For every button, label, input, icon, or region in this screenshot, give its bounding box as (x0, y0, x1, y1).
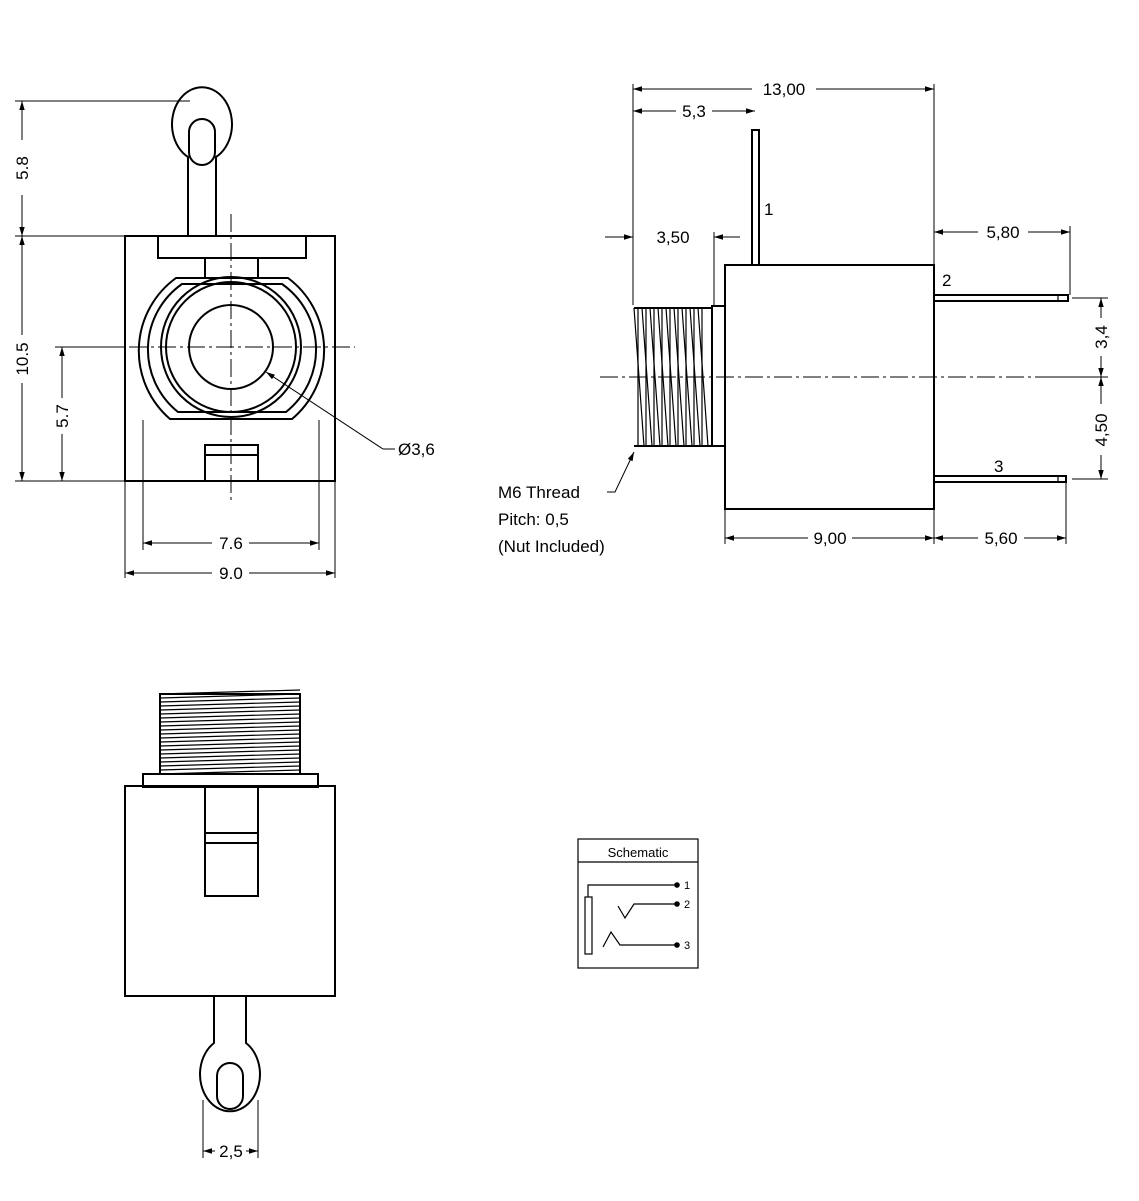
schematic-pin3-dot (674, 942, 680, 948)
thread-note-line-2: Pitch: 0,5 (498, 510, 569, 529)
schematic-pin1-label: 1 (684, 880, 690, 892)
schematic-box: Schematic 1 2 3 (577, 838, 699, 969)
pin-2-label: 2 (942, 271, 951, 290)
dim-pin3-length: 5,60 (984, 529, 1017, 548)
pin-3-label: 3 (994, 457, 1003, 476)
bottom-lug-hole (216, 1062, 244, 1110)
bottom-body (124, 785, 336, 997)
schematic-pin1-dot (674, 882, 680, 888)
schematic-pin2-label: 2 (684, 899, 690, 911)
side-body (724, 264, 935, 510)
thread-note-line-1: M6 Thread (498, 483, 580, 502)
bottom-thread (159, 689, 301, 775)
schematic-pin2-wire (617, 903, 677, 920)
dim-body-length: 9,00 (813, 529, 846, 548)
front-lug-hole (188, 118, 216, 166)
front-top-slot (157, 236, 307, 259)
dim-pin-spacing-lower: 4,50 (1092, 413, 1111, 446)
bottom-view: 2,5 (124, 689, 336, 1161)
dim-pin1-offset: 5,3 (682, 102, 706, 121)
dim-pin-spacing-upper: 3,4 (1092, 325, 1111, 349)
hole-diameter-label: Ø3,6 (398, 440, 435, 459)
pin-1-label: 1 (764, 200, 773, 219)
dim-thread-length: 3,50 (656, 228, 689, 247)
side-pin-2 (933, 294, 1069, 302)
front-outer-ring (137, 277, 326, 420)
bottom-slot (204, 785, 259, 897)
front-inner-ring-shape (146, 283, 318, 413)
dim-inner-width: 7.6 (219, 534, 243, 553)
side-view: 1 2 3 13,00 5,3 3,50 5,80 (498, 80, 1111, 556)
schematic-contact-bar (584, 896, 593, 955)
dim-center-height: 5.7 (53, 404, 72, 428)
schematic-pin1-wire (587, 884, 677, 897)
hole-diameter-leader (265, 371, 384, 450)
dim-lug-height: 5.8 (13, 156, 32, 180)
side-pin-3 (933, 475, 1067, 483)
thread-note-leader (607, 451, 635, 493)
front-view: Ø3,6 5.8 10.5 5.7 7.6 9.0 (13, 86, 435, 583)
side-pin-1 (751, 129, 760, 266)
bottom-lug (199, 996, 261, 1113)
dim-body-width: 9.0 (219, 564, 243, 583)
dim-total-height: 10.5 (13, 342, 32, 375)
dim-total-length: 13,00 (763, 80, 806, 99)
dim-lug-width: 2,5 (219, 1142, 243, 1161)
schematic-pin2-dot (674, 901, 680, 907)
dim-pin2-length: 5,80 (986, 223, 1019, 242)
front-lug (171, 86, 233, 237)
schematic-title: Schematic (608, 845, 669, 860)
side-collar (711, 305, 726, 447)
schematic-pin3-label: 3 (684, 940, 690, 952)
schematic-frame (577, 838, 699, 969)
schematic-pin3-wire (602, 930, 677, 948)
thread-note-line-3: (Nut Included) (498, 537, 605, 556)
